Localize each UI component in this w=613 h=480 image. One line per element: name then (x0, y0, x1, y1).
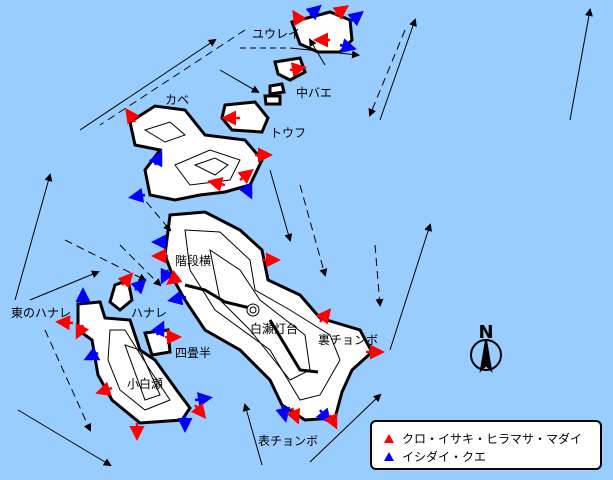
blue-triangle-icon (384, 452, 394, 461)
label-kaidanyoko: 階段横 (175, 254, 212, 268)
label-yojouhan: 四畳半 (175, 346, 212, 360)
lighthouse-icon-inner (249, 306, 257, 314)
legend-item-blue: イシダイ・クエ (384, 448, 486, 465)
road (184, 283, 319, 374)
island-nakabae-2 (268, 82, 286, 96)
legend-item-red: クロ・イサキ・ヒラマサ・マダイ (384, 430, 582, 447)
label-shirase-toudai: 白瀬灯台 (250, 322, 299, 336)
legend-label: クロ・イサキ・ヒラマサ・マダイ (402, 432, 583, 446)
label-nakabae: 中バエ (296, 86, 333, 100)
label-toufu: トウフ (270, 126, 307, 140)
fishing-spot-markers (55, 4, 385, 441)
compass-label: N (478, 322, 494, 343)
island-main (163, 210, 374, 422)
island-hanare (108, 277, 134, 312)
legend-label: イシダイ・クエ (402, 450, 487, 464)
label-omote-chonbo: 表チョンボ (258, 434, 319, 448)
islands (76, 10, 374, 425)
current-arrows (14, 8, 593, 467)
label-ura-chonbo: 裏チョンボ (318, 333, 379, 347)
label-higashi-hanare: 東のハナレ (11, 306, 72, 320)
label-koshirase: 小白瀬 (127, 377, 164, 391)
legend: クロ・イサキ・ヒラマサ・マダイ イシダイ・クエ (370, 420, 602, 470)
label-kabe: カベ (165, 93, 190, 107)
lighthouse-icon (246, 303, 260, 317)
label-yuurei: ユウレイ (252, 27, 301, 41)
red-triangle-icon (384, 434, 394, 443)
label-hanare: ハナレ (131, 306, 168, 320)
island-nakabae-3 (263, 94, 282, 106)
compass-icon (470, 339, 502, 373)
